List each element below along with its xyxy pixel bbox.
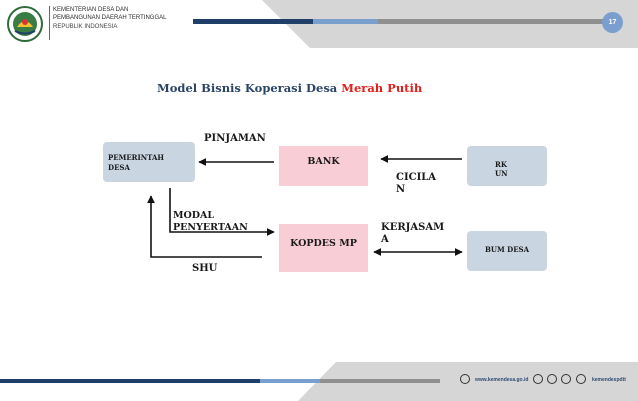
footer-handle: kemendespdtt — [592, 377, 626, 383]
node-kopdes-mp: KOPDES MP — [279, 224, 368, 272]
ministry-logo — [6, 5, 44, 43]
ministry-line-3: REPUBLIK INDONESIA — [53, 23, 118, 30]
youtube-icon — [533, 374, 543, 384]
footer-stripe-gray — [320, 379, 440, 383]
header-stripe-dark — [193, 19, 313, 24]
title-main: Model Bisnis Koperasi Desa — [157, 81, 338, 95]
instagram-icon — [576, 374, 586, 384]
tiktok-icon — [547, 374, 557, 384]
arrow-modal-penyertaan — [169, 188, 275, 236]
node-pemerintah-desa: PEMERINTAH DESA — [103, 142, 195, 182]
node-bank: BANK — [279, 146, 368, 186]
node-rkun-label: RKUN — [495, 160, 508, 178]
node-pemerintah-desa-label: PEMERINTAH DESA — [108, 153, 165, 172]
node-bum-desa-label: BUM DESA — [484, 245, 530, 254]
node-bank-label: BANK — [307, 156, 340, 167]
label-kerjasama: KERJASAMA — [381, 222, 445, 245]
arrow-shu — [147, 195, 262, 258]
label-modal: MODAL — [173, 210, 215, 221]
node-kopdes-mp-label: KOPDES MP — [290, 238, 357, 249]
node-bum-desa: BUM DESA — [467, 231, 547, 271]
ministry-name: KEMENTERIAN DESA DAN PEMBANGUNAN DAERAH … — [53, 6, 166, 31]
ministry-line-1: KEMENTERIAN DESA DAN — [53, 7, 129, 13]
label-modal-penyertaan: MODAL PENYERTAAN — [173, 210, 248, 234]
footer-website: www.kemendesa.go.id — [475, 377, 529, 383]
label-cicilan: CICILAN — [396, 172, 437, 195]
twitter-icon — [561, 374, 571, 384]
header-stripe-light — [313, 19, 378, 24]
header-divider — [49, 6, 50, 40]
label-pinjaman: PINJAMAN — [204, 133, 266, 144]
header-stripe-gray — [378, 19, 603, 24]
label-penyertaan: PENYERTAAN — [173, 222, 248, 233]
globe-icon — [460, 374, 470, 384]
footer-stripe-dark — [0, 379, 260, 383]
slide-number: 17 — [602, 12, 623, 33]
title-highlight: Merah Putih — [341, 81, 423, 95]
node-rkun: RKUN — [467, 146, 547, 186]
ministry-line-2: PEMBANGUNAN DAERAH TERTINGGAL — [53, 15, 167, 22]
footer-stripe-light — [260, 379, 320, 383]
label-shu: SHU — [192, 263, 218, 274]
